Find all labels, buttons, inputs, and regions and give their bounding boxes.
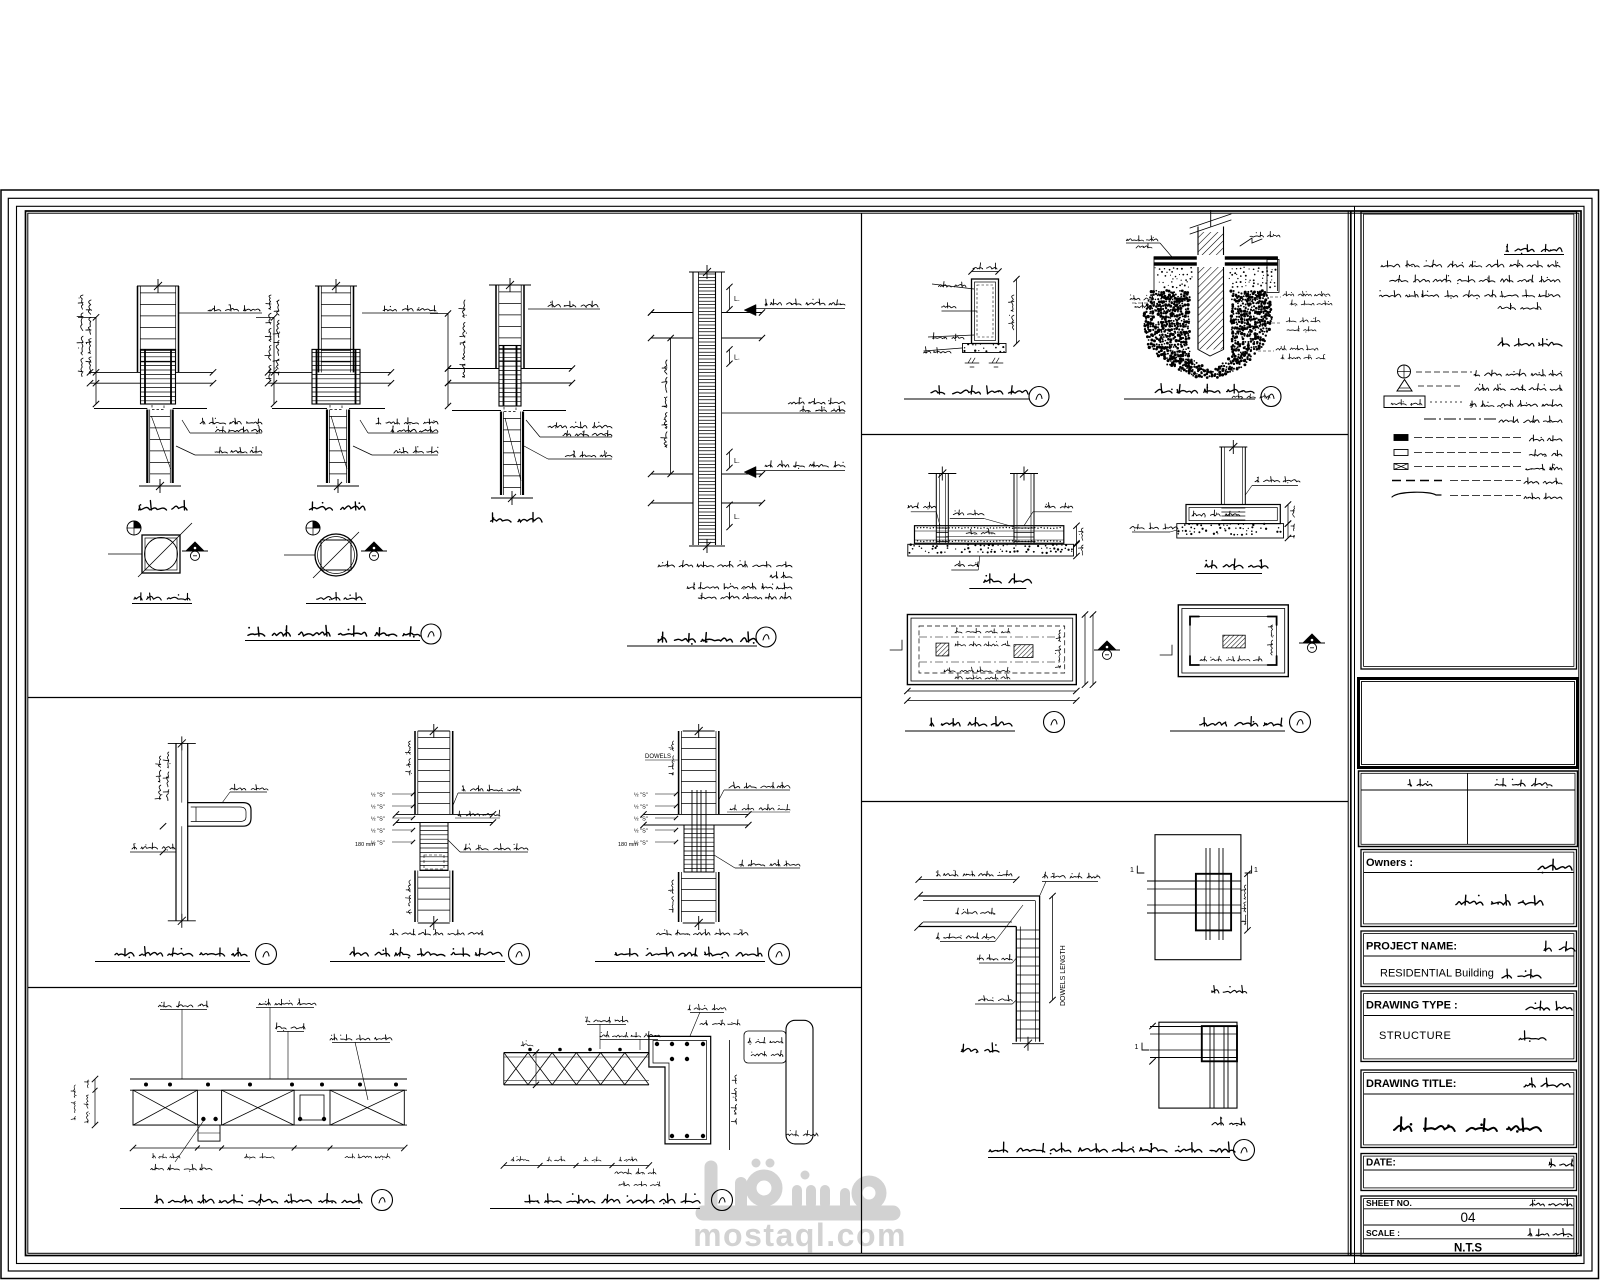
svg-text:180 mm: 180 mm <box>618 842 638 848</box>
svg-text:Owners :: Owners : <box>1366 857 1413 869</box>
svg-text:DOWELS: DOWELS <box>645 754 671 760</box>
svg-text:L.: L. <box>734 355 740 362</box>
svg-text:1: 1 <box>1135 1044 1139 1051</box>
svg-text:RESIDENTIAL Building: RESIDENTIAL Building <box>1380 968 1494 980</box>
svg-text:DRAWING TYPE :: DRAWING TYPE : <box>1366 1000 1458 1012</box>
svg-text:DATE:: DATE: <box>1366 1158 1396 1169</box>
svg-text:1: 1 <box>1254 867 1258 874</box>
svg-text:½ "S": ½ "S" <box>371 816 385 823</box>
svg-text:L.: L. <box>734 296 740 303</box>
svg-text:½ "S": ½ "S" <box>371 804 385 811</box>
svg-text:½ "S": ½ "S" <box>634 828 648 835</box>
svg-text:½ "S": ½ "S" <box>634 816 648 823</box>
svg-text:L.: L. <box>734 514 740 521</box>
svg-text:04: 04 <box>1460 1210 1476 1225</box>
svg-text:½ "S": ½ "S" <box>371 792 385 799</box>
svg-text:SHEET NO.: SHEET NO. <box>1366 1198 1412 1208</box>
svg-text:½ "S": ½ "S" <box>371 840 385 847</box>
svg-text:½ "S": ½ "S" <box>634 804 648 811</box>
svg-text:180 mm: 180 mm <box>355 842 375 848</box>
svg-text:½ "S": ½ "S" <box>634 840 648 847</box>
svg-text:DRAWING TITLE:: DRAWING TITLE: <box>1366 1078 1456 1090</box>
svg-text:DOWELS LENGTH: DOWELS LENGTH <box>1060 945 1067 1006</box>
svg-text:STRUCTURE: STRUCTURE <box>1379 1030 1451 1042</box>
svg-text:1: 1 <box>1130 867 1134 874</box>
svg-text:N.T.S: N.T.S <box>1454 1243 1482 1255</box>
svg-text:L.: L. <box>734 458 740 465</box>
svg-text:½ "S": ½ "S" <box>371 828 385 835</box>
svg-text:PROJECT NAME:: PROJECT NAME: <box>1366 941 1457 953</box>
svg-text:½ "S": ½ "S" <box>634 792 648 799</box>
svg-text:mostaql.com: mostaql.com <box>693 1217 907 1253</box>
svg-text:SCALE :: SCALE : <box>1366 1228 1400 1238</box>
